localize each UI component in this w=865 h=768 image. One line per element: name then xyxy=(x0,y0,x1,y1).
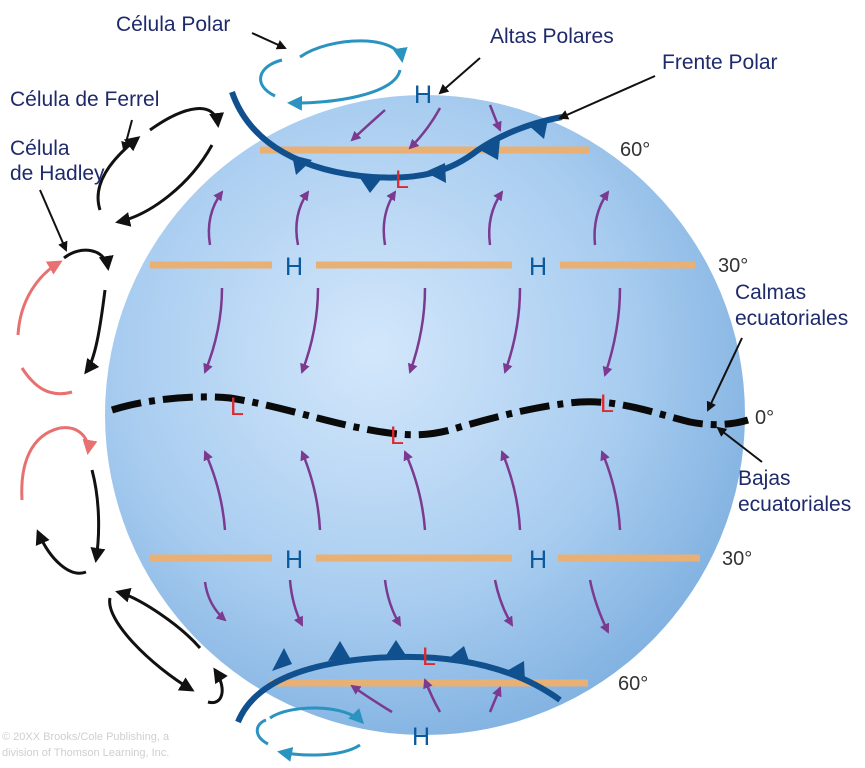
label-celula-ferrel: Célula de Ferrel xyxy=(10,88,160,111)
wind-arrow xyxy=(488,190,504,246)
wind-arrow xyxy=(350,109,386,142)
wind-arrow xyxy=(403,450,427,531)
wind-arrow xyxy=(502,287,522,374)
label-frente-polar: Frente Polar xyxy=(662,51,778,74)
wind-arrows xyxy=(203,104,622,714)
wind-arrow xyxy=(207,190,224,246)
latitude-label-60n: 60° xyxy=(620,139,651,161)
copyright-line-1: © 20XX Brooks/Cole Publishing, a xyxy=(2,731,170,743)
low-pressure-marker: L xyxy=(390,422,404,450)
low-pressure-marker: L xyxy=(230,393,244,421)
label-bajas-1: Bajas xyxy=(738,467,791,490)
latitude-lines xyxy=(150,146,700,687)
latitude-label-60s: 60° xyxy=(618,673,649,695)
globe xyxy=(105,95,745,735)
latitude-label-0: 0° xyxy=(755,407,775,429)
polar-cell-south xyxy=(255,706,365,762)
low-pressure-marker: L xyxy=(395,166,409,194)
hadley-cell-south xyxy=(20,426,106,575)
label-calmas-2: ecuatoriales xyxy=(735,307,849,330)
wind-arrow xyxy=(408,107,442,150)
label-bajas-2: ecuatoriales xyxy=(738,493,852,516)
polar-front-south xyxy=(235,640,562,724)
wind-arrow xyxy=(488,104,502,132)
wind-arrow xyxy=(488,686,502,713)
label-pointers xyxy=(39,32,763,463)
wind-arrow xyxy=(288,579,304,627)
high-pressure-marker: H xyxy=(529,546,547,574)
latitude-label-30n: 30° xyxy=(718,255,749,277)
low-pressure-marker: L xyxy=(422,643,436,671)
wind-arrow xyxy=(500,450,522,531)
wind-arrow xyxy=(588,579,610,634)
high-pressure-marker: H xyxy=(285,546,303,574)
wind-arrow xyxy=(593,190,610,246)
pressure-markers: H L H H L L L H H L H xyxy=(230,81,614,751)
high-pressure-marker: H xyxy=(414,81,432,109)
label-celula-hadley-1: Célula xyxy=(10,137,70,160)
label-celula-hadley-2: de Hadley xyxy=(10,162,105,185)
label-calmas-1: Calmas xyxy=(735,281,807,304)
high-pressure-marker: H xyxy=(529,253,547,281)
wind-arrow xyxy=(423,678,442,713)
label-celula-polar: Célula Polar xyxy=(116,13,231,36)
wind-arrow xyxy=(203,450,227,531)
wind-arrow xyxy=(383,579,402,627)
high-pressure-marker: H xyxy=(412,723,430,751)
wind-arrow xyxy=(600,450,622,531)
wind-arrow xyxy=(295,190,310,246)
latitude-label-30s: 30° xyxy=(722,548,753,570)
wind-arrow xyxy=(493,579,514,627)
low-pressure-marker: L xyxy=(600,390,614,418)
wind-arrow xyxy=(300,287,320,374)
wind-arrow xyxy=(300,450,322,531)
polar-cell-north xyxy=(259,39,408,111)
wind-arrow xyxy=(602,287,622,377)
wind-arrow xyxy=(382,190,397,246)
hadley-cell-north xyxy=(16,248,114,396)
wind-arrow xyxy=(407,287,427,374)
high-pressure-marker: H xyxy=(285,253,303,281)
copyright-line-2: division of Thomson Learning, Inc. xyxy=(2,747,170,759)
ferrel-cell-south xyxy=(108,587,228,705)
wind-arrow xyxy=(350,684,393,714)
label-altas-polares: Altas Polares xyxy=(490,25,614,48)
polar-front-north xyxy=(229,91,563,193)
wind-arrow xyxy=(203,287,224,374)
wind-arrow xyxy=(203,581,227,622)
equator-line xyxy=(110,393,750,439)
